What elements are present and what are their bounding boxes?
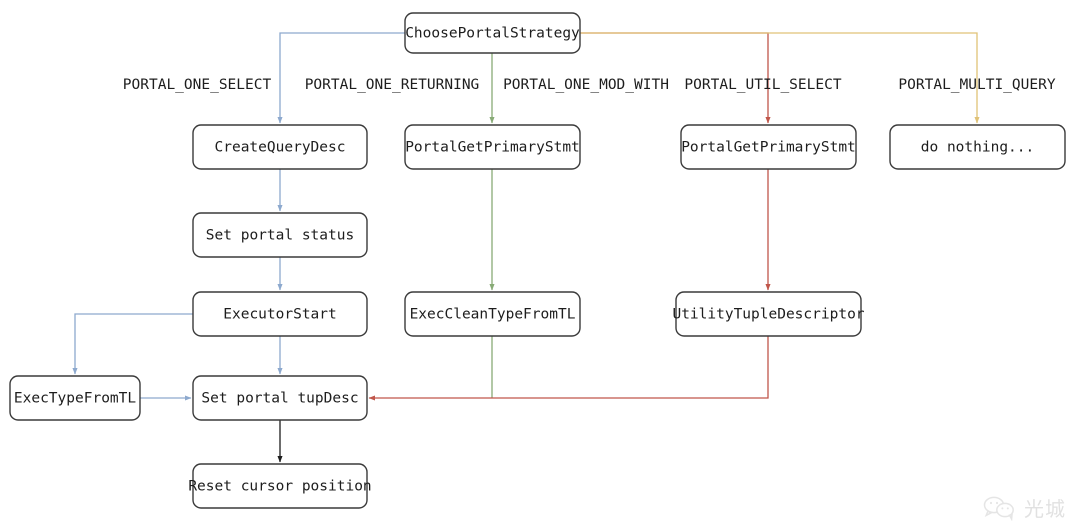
node-label-utiltuple: UtilityTupleDescriptor xyxy=(672,307,864,323)
node-pgps1[interactable]: PortalGetPrimaryStmt xyxy=(404,124,581,170)
node-donothing[interactable]: do nothing... xyxy=(889,124,1066,170)
node-box-ecleantype xyxy=(404,291,581,337)
node-resetcur[interactable]: Reset cursor position xyxy=(188,463,372,509)
edge-labels-layer: PORTAL_ONE_SELECT PORTAL_ONE_RETURNING POR… xyxy=(123,77,1056,93)
node-label-etypefrom: ExecTypeFromTL xyxy=(14,391,136,407)
node-box-utiltuple xyxy=(675,291,862,337)
edge-label-lbl_one_select: PORTAL_ONE_SELECT xyxy=(123,77,272,93)
node-label-ecleantype: ExecCleanTypeFromTL xyxy=(410,307,576,323)
node-box-execstart xyxy=(192,291,368,337)
edge-e_utiltuple_settupdesc xyxy=(368,336,769,401)
node-label-execstart: ExecutorStart xyxy=(223,307,337,323)
node-setstatus[interactable]: Set portal status xyxy=(192,212,368,258)
node-box-setstatus xyxy=(192,212,368,258)
edges-layer xyxy=(72,32,980,463)
node-label-choose: ChoosePortalStrategy xyxy=(405,26,580,42)
node-label-donothing: do nothing... xyxy=(921,140,1035,156)
node-createqd[interactable]: CreateQueryDesc xyxy=(192,124,368,170)
edge-label-lbl_multi_query: PORTAL_MULTI_QUERY xyxy=(898,77,1055,93)
node-pgps2[interactable]: PortalGetPrimaryStmt xyxy=(680,124,857,170)
edge-label-lbl_one_returning: PORTAL_ONE_RETURNING xyxy=(305,77,480,93)
edge-label-lbl_util_select: PORTAL_UTIL_SELECT xyxy=(684,77,841,93)
node-box-etypefrom xyxy=(9,375,141,421)
node-box-pgps1 xyxy=(404,124,581,170)
node-utiltuple[interactable]: UtilityTupleDescriptor xyxy=(672,291,865,337)
node-label-pgps2: PortalGetPrimaryStmt xyxy=(681,140,856,156)
node-ecleantype[interactable]: ExecCleanTypeFromTL xyxy=(404,291,581,337)
node-choose[interactable]: ChoosePortalStrategy xyxy=(404,12,581,54)
edge-e_choose_donothing xyxy=(580,32,980,124)
node-box-choose xyxy=(404,12,581,54)
edge-label-lbl_one_mod_with: PORTAL_ONE_MOD_WITH xyxy=(503,77,669,93)
edge-e_execstart_etypefrom xyxy=(72,313,193,375)
node-box-settupdesc xyxy=(192,375,368,421)
node-label-createqd: CreateQueryDesc xyxy=(215,140,346,156)
node-etypefrom[interactable]: ExecTypeFromTL xyxy=(9,375,141,421)
node-box-createqd xyxy=(192,124,368,170)
node-label-pgps1: PortalGetPrimaryStmt xyxy=(405,140,580,156)
node-settupdesc[interactable]: Set portal tupDesc xyxy=(192,375,368,421)
watermark: 光城 xyxy=(983,493,1066,522)
node-label-settupdesc: Set portal tupDesc xyxy=(201,391,358,407)
node-box-resetcur xyxy=(192,463,368,509)
node-box-pgps2 xyxy=(680,124,857,170)
wechat-icon xyxy=(983,496,1014,521)
node-label-resetcur: Reset cursor position xyxy=(188,479,371,495)
node-execstart[interactable]: ExecutorStart xyxy=(192,291,368,337)
node-label-setstatus: Set portal status xyxy=(206,228,354,244)
edge-e_choose_createqd xyxy=(277,32,405,124)
node-box-donothing xyxy=(889,124,1066,170)
watermark-label: 光城 xyxy=(1024,497,1066,521)
